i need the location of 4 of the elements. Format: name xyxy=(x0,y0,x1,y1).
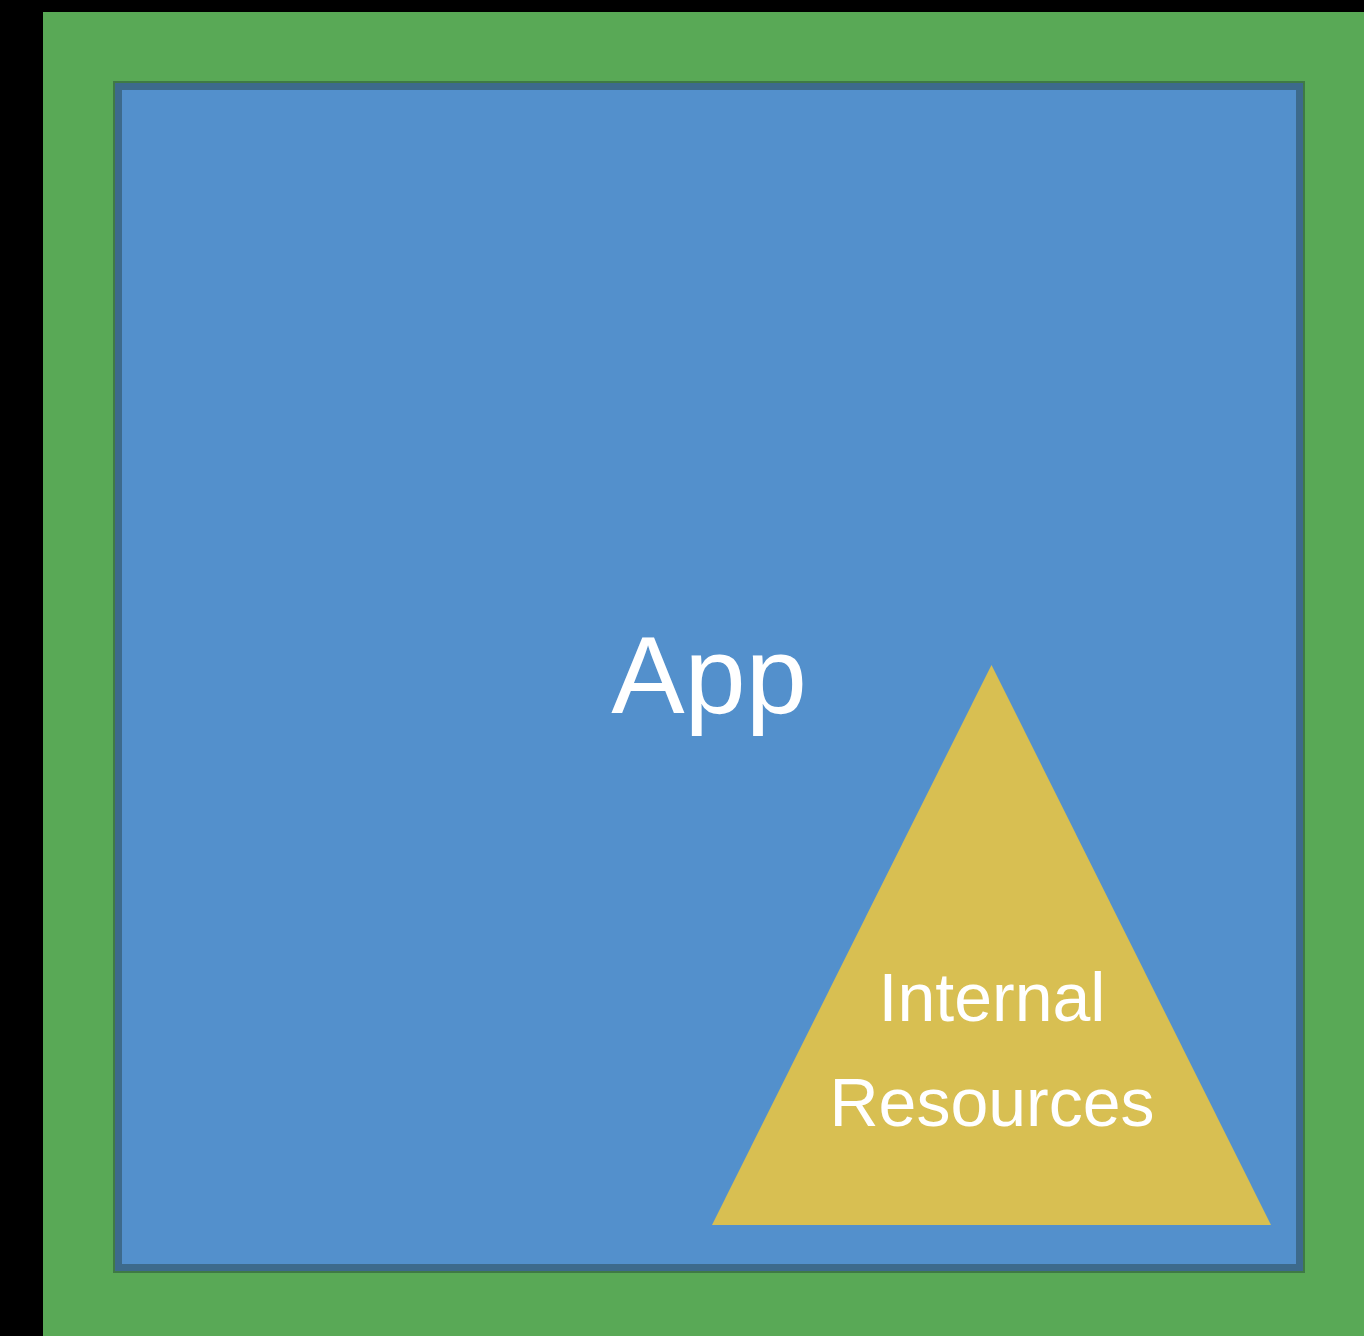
app-panel xyxy=(115,83,1303,1271)
triangle-label: Internal Resources xyxy=(828,958,1156,1142)
panel-label: App xyxy=(611,612,807,738)
outer-frame xyxy=(43,12,1364,1336)
